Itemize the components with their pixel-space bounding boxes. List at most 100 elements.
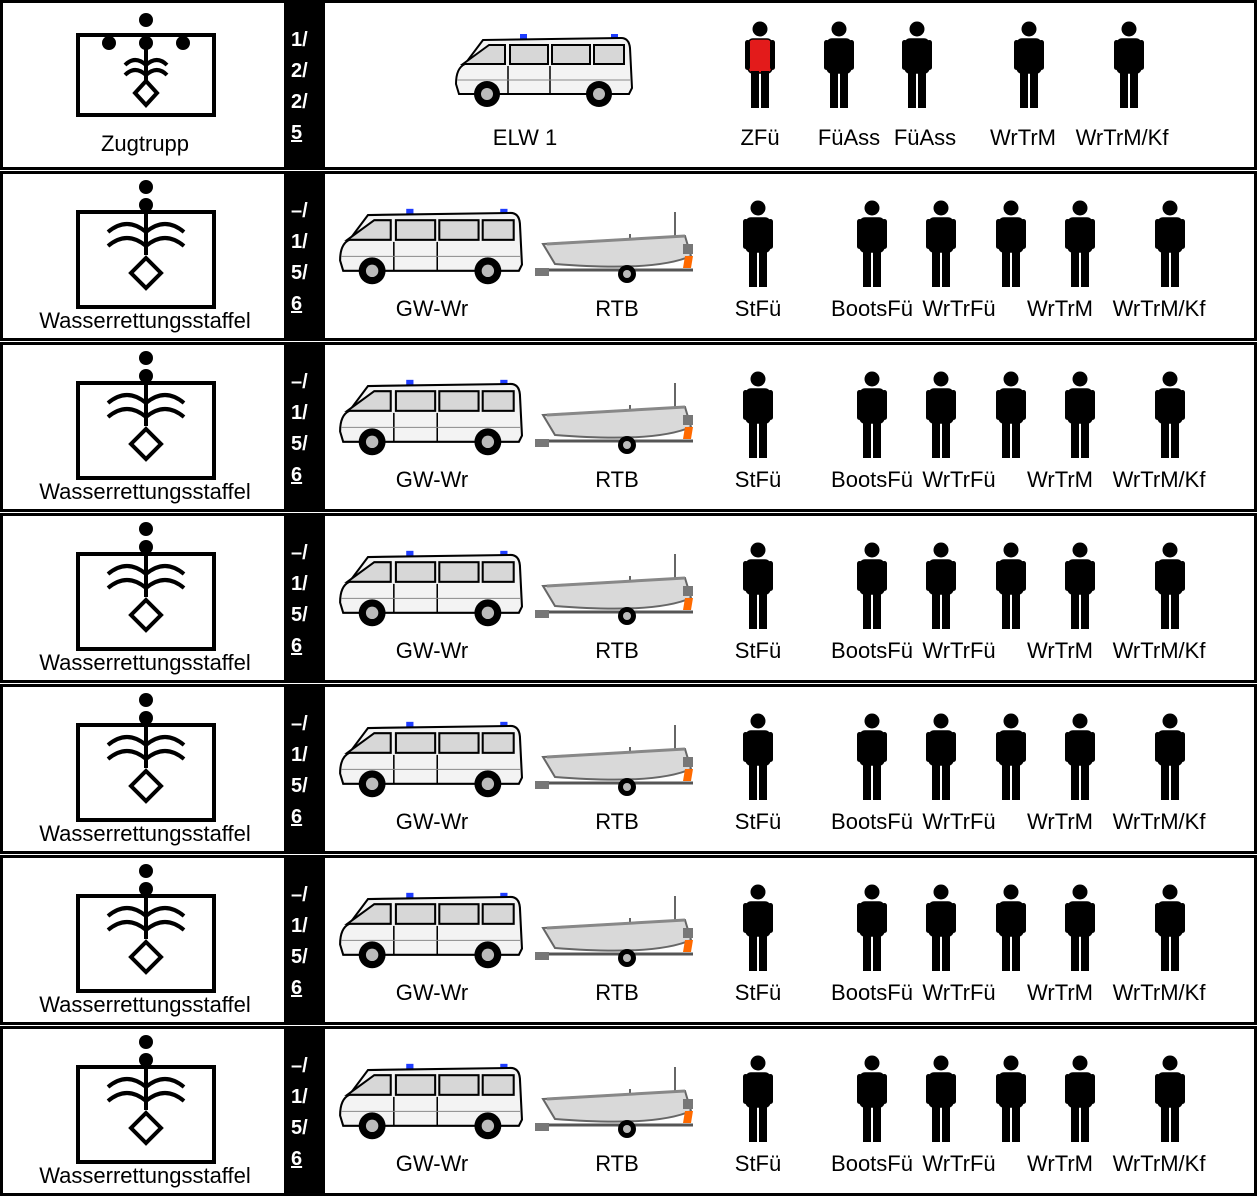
person-icon	[857, 884, 887, 972]
strength-value: 1/	[291, 1086, 323, 1109]
person-icon	[996, 713, 1026, 801]
person-figure	[1014, 21, 1044, 114]
strength-value: –/	[291, 713, 323, 736]
person-icon	[996, 1055, 1026, 1143]
vehicle-elw1	[453, 21, 633, 122]
unit-cell: Wasserrettungsstaffel	[3, 687, 287, 851]
vehicle-rtb	[535, 548, 705, 635]
vehicle-gw-wr	[337, 200, 523, 295]
person-icon	[1065, 542, 1095, 630]
vehicle-label: GW-Wr	[396, 296, 469, 322]
strength-column: 1/2/2/5	[287, 3, 325, 167]
person-role-label: WrTrM	[1027, 638, 1093, 664]
vehicle-label: ELW 1	[493, 125, 557, 151]
strength-column: –/1/5/6	[287, 858, 325, 1022]
vehicle-label: GW-Wr	[396, 980, 469, 1006]
water-rescue-tactical-symbol-icon	[73, 864, 219, 994]
van-icon	[337, 371, 523, 461]
vehicle-label: RTB	[595, 296, 639, 322]
person-icon	[1114, 21, 1144, 109]
person-icon	[1155, 884, 1185, 972]
person-role-label: WrTrM	[1027, 296, 1093, 322]
person-figure	[996, 1055, 1026, 1148]
strength-value: 5/	[291, 1117, 323, 1140]
person-role-label: FüAss	[818, 125, 880, 151]
boat-on-trailer-icon	[535, 890, 705, 972]
person-figure	[902, 21, 932, 114]
strength-total: 6	[291, 1148, 323, 1171]
unit-symbol	[73, 1035, 219, 1170]
vehicle-gw-wr	[337, 713, 523, 808]
person-role-label: BootsFü	[831, 467, 913, 493]
person-icon	[743, 884, 773, 972]
person-figure	[1155, 200, 1185, 293]
person-icon	[926, 371, 956, 459]
person-role-label: WrTrFü	[922, 467, 995, 493]
person-role-label: WrTrM/Kf	[1113, 638, 1206, 664]
strength-column: –/1/5/6	[287, 1029, 325, 1193]
vehicle-rtb	[535, 890, 705, 977]
person-role-label: BootsFü	[831, 296, 913, 322]
person-figure	[1155, 713, 1185, 806]
strength-value: 1/	[291, 29, 323, 52]
person-role-label: BootsFü	[831, 809, 913, 835]
person-role-label: StFü	[735, 1151, 781, 1177]
vehicle-label: RTB	[595, 1151, 639, 1177]
person-icon	[996, 884, 1026, 972]
person-icon	[996, 542, 1026, 630]
strength-value: 5/	[291, 946, 323, 969]
person-icon	[857, 371, 887, 459]
strength-value: 1/	[291, 573, 323, 596]
vehicle-label: RTB	[595, 638, 639, 664]
person-figure	[996, 542, 1026, 635]
person-figure	[996, 713, 1026, 806]
vehicle-rtb	[535, 1061, 705, 1148]
person-icon	[857, 1055, 887, 1143]
person-role-label: WrTrFü	[922, 1151, 995, 1177]
unit-symbol	[73, 13, 219, 123]
unit-cell: Wasserrettungsstaffel	[3, 516, 287, 680]
vehicle-gw-wr	[337, 884, 523, 979]
person-role-label: StFü	[735, 809, 781, 835]
person-icon	[743, 371, 773, 459]
person-figure	[743, 542, 773, 635]
vehicle-rtb	[535, 719, 705, 806]
person-figure	[857, 200, 887, 293]
boat-on-trailer-icon	[535, 206, 705, 288]
person-role-label: FüAss	[894, 125, 956, 151]
person-figure	[857, 1055, 887, 1148]
strength-value: 1/	[291, 231, 323, 254]
strength-value: 1/	[291, 744, 323, 767]
person-figure	[1065, 200, 1095, 293]
person-figure	[857, 884, 887, 977]
vehicle-label: GW-Wr	[396, 638, 469, 664]
person-icon	[1155, 371, 1185, 459]
unit-name: Wasserrettungsstaffel	[3, 1163, 287, 1189]
strength-total: 6	[291, 293, 323, 316]
person-figure	[1065, 713, 1095, 806]
person-role-label: WrTrFü	[922, 638, 995, 664]
person-figure	[1065, 1055, 1095, 1148]
van-icon	[337, 542, 523, 632]
person-role-label: WrTrM	[1027, 467, 1093, 493]
person-icon	[996, 371, 1026, 459]
unit-symbol	[73, 864, 219, 999]
person-icon	[857, 542, 887, 630]
unit-cell: Wasserrettungsstaffel	[3, 345, 287, 509]
person-role-label: WrTrM	[990, 125, 1056, 151]
person-icon	[1065, 884, 1095, 972]
person-icon	[926, 542, 956, 630]
person-figure	[926, 1055, 956, 1148]
person-figure	[1065, 371, 1095, 464]
vehicle-rtb	[535, 377, 705, 464]
strength-value: 2/	[291, 60, 323, 83]
strength-value: –/	[291, 884, 323, 907]
person-figure	[926, 884, 956, 977]
person-figure	[1114, 21, 1144, 114]
